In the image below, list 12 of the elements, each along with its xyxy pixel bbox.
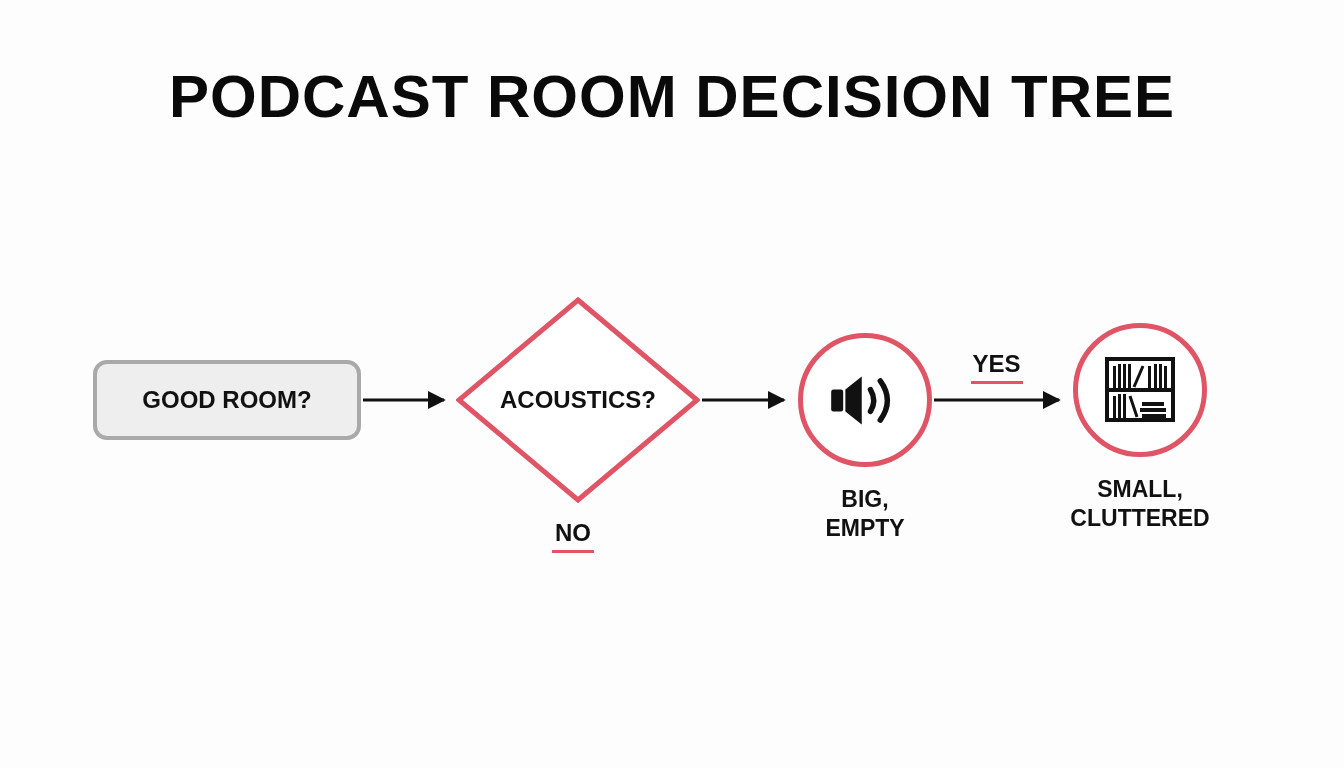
decision-diamond <box>456 297 700 503</box>
node-label: GOOD ROOM? <box>142 386 312 414</box>
arrow <box>702 391 786 409</box>
arrow <box>363 391 446 409</box>
arrow <box>934 391 1061 409</box>
branch-label: NO <box>554 519 592 547</box>
node-label: ACOUSTICS? <box>500 386 656 414</box>
node-caption: SMALL, CLUTTERED <box>1069 475 1211 533</box>
process-box <box>93 360 361 440</box>
edge-label: YES <box>971 350 1022 378</box>
title: PODCAST ROOM DECISION TREE <box>167 62 1177 131</box>
node-caption: BIG, EMPTY <box>824 485 906 543</box>
